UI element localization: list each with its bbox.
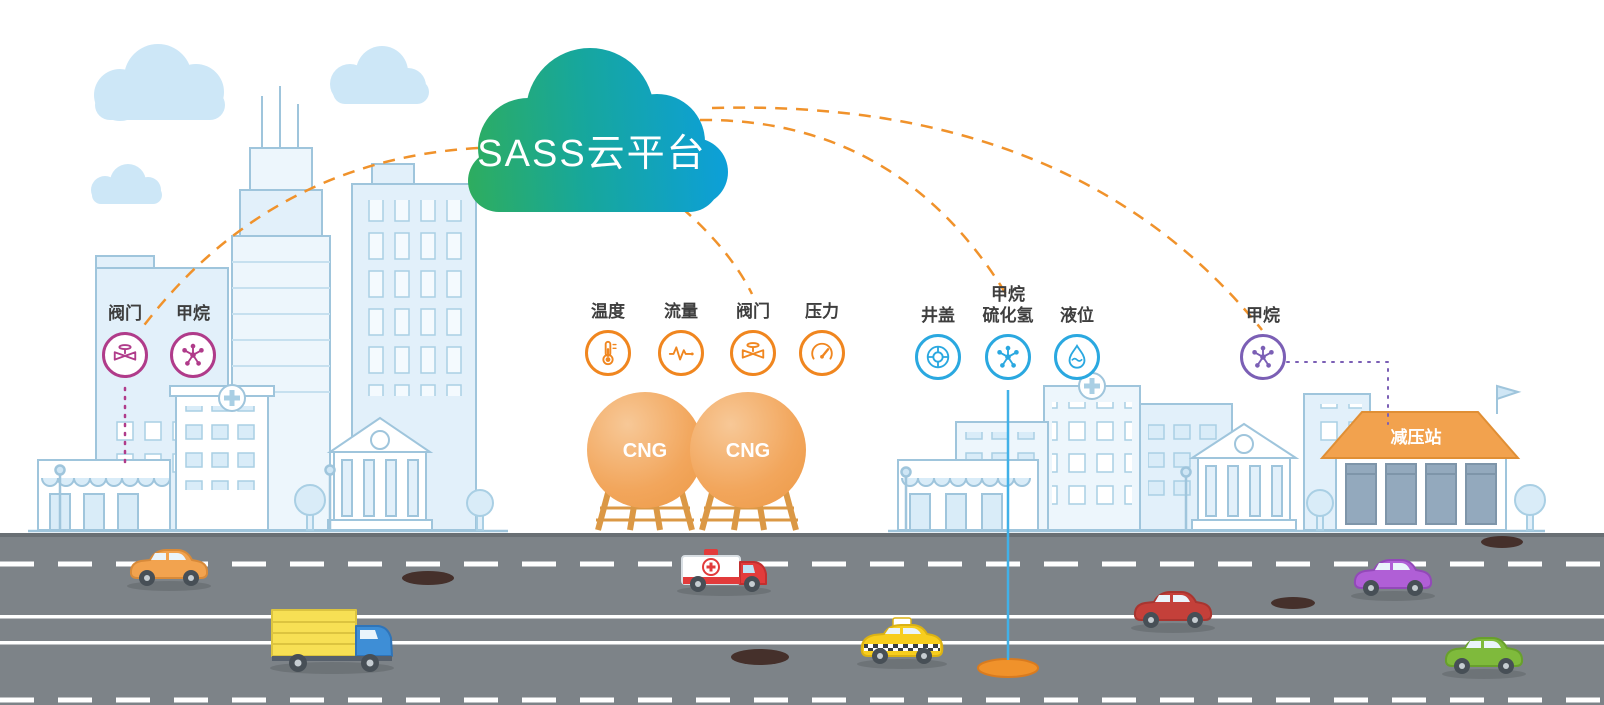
- manhole: [1271, 597, 1315, 609]
- link-cloud-to-city-sensors: [141, 146, 479, 329]
- vehicle-taxi: [857, 617, 947, 669]
- street-lamps: [54, 464, 1192, 530]
- sensor-liquid-level: 液位: [1035, 282, 1119, 380]
- sensor-valve-cng: 阀门: [711, 298, 795, 376]
- sensor-label: 甲烷 硫化氢: [982, 285, 1034, 325]
- ground-and-street-furniture: [28, 464, 1546, 533]
- gauge-icon: [799, 330, 845, 376]
- cng-tank-sphere: [587, 392, 703, 508]
- cng-tank-label: CNG: [726, 440, 770, 462]
- sensor-pressure: 压力: [780, 298, 864, 376]
- level-icon: [1054, 334, 1100, 380]
- sensor-label: 井盖: [921, 306, 955, 325]
- connection-lines: [123, 106, 1389, 660]
- thermometer-icon: [585, 330, 631, 376]
- sensor-methane-h2s: 甲烷 硫化氢: [966, 282, 1050, 380]
- valve-icon: [730, 330, 776, 376]
- road: [0, 533, 1604, 705]
- sensor-methane-city: 甲烷: [151, 300, 235, 378]
- sky-cloud-small: [91, 164, 162, 204]
- saas-cloud-platform: SASS云平台: [468, 48, 728, 212]
- manhole: [1481, 536, 1523, 548]
- cloud-platform-label: SASS云平台: [477, 133, 706, 175]
- sensor-methane-station: 甲烷: [1221, 302, 1305, 380]
- vehicle-car-green: [1442, 637, 1526, 679]
- sensor-valve-city: 阀门: [83, 300, 167, 378]
- cng-tank-sphere: [690, 392, 806, 508]
- sensor-flow: 流量: [639, 298, 723, 376]
- sensor-label: 阀门: [736, 302, 770, 321]
- sky-clouds: [91, 44, 429, 204]
- manhole: [731, 649, 789, 665]
- sensor-manhole-cover: 井盖: [896, 282, 980, 380]
- manhole-icon: [915, 334, 961, 380]
- station-label: 减压站: [1391, 427, 1442, 447]
- sensor-label: 流量: [664, 302, 698, 321]
- station-sensor-link-line: [1286, 361, 1389, 425]
- city-skyline-left: [37, 86, 477, 531]
- flow-icon: [658, 330, 704, 376]
- vehicle-car-purple: [1351, 559, 1435, 601]
- sensor-label: 压力: [805, 302, 839, 321]
- vehicle-car-orange: [127, 549, 211, 591]
- vehicle-ambulance: [677, 549, 771, 596]
- station-roof: [1319, 411, 1521, 459]
- sky-cloud-right: [330, 46, 429, 104]
- molecule-icon: [1240, 334, 1286, 380]
- vehicles: [127, 549, 1526, 679]
- molecule-icon: [170, 332, 216, 378]
- sensor-label: 阀门: [108, 304, 142, 323]
- trees: [294, 484, 1546, 531]
- city-block-right: [897, 372, 1300, 531]
- sensor-label: 甲烷: [176, 304, 210, 323]
- lane-line-solid: [0, 641, 1604, 645]
- cng-tanks: CNG CNG: [587, 392, 806, 531]
- pressure-reduction-station: 减压站: [1303, 384, 1522, 531]
- manhole-orange-open: [977, 658, 1039, 678]
- sensor-label: 温度: [591, 302, 625, 321]
- sensor-label: 液位: [1060, 306, 1094, 325]
- lane-line-solid: [0, 615, 1604, 619]
- molecule-icon: [985, 334, 1031, 380]
- link-cloud-to-underground-sensors: [699, 118, 1008, 295]
- sky-cloud-left: [94, 44, 225, 121]
- sensor-temperature: 温度: [566, 298, 650, 376]
- vehicle-truck: [270, 609, 394, 674]
- sensor-label: 甲烷: [1246, 306, 1280, 325]
- link-cloud-to-cng-sensors: [681, 207, 754, 295]
- link-cloud-to-station-sensor: [711, 106, 1263, 331]
- vehicle-car-red: [1131, 591, 1215, 633]
- valve-icon: [102, 332, 148, 378]
- manhole: [402, 571, 454, 585]
- cloud-shape: [468, 48, 728, 212]
- cng-tank-label: CNG: [623, 440, 667, 462]
